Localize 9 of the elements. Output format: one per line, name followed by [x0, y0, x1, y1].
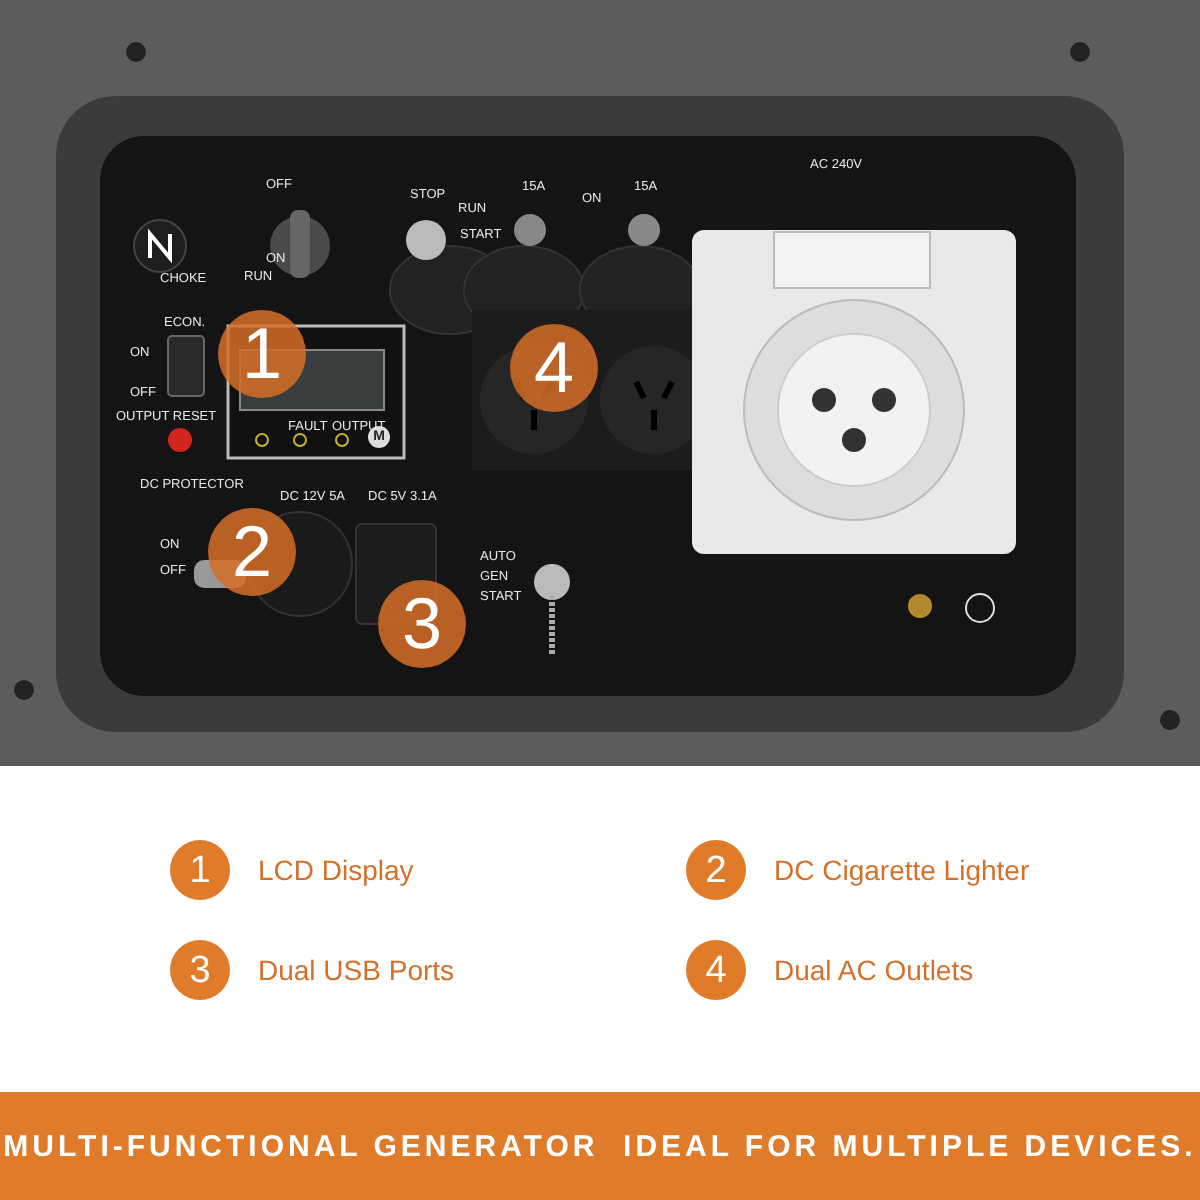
callout-number: 2	[686, 840, 746, 900]
callout-number: 1	[170, 840, 230, 900]
banner-caption: MULTI-FUNCTIONAL GENERATOR IDEAL FOR MULTIPLE DEVICES.	[0, 1092, 1200, 1200]
legend-text: LCD Display	[258, 856, 414, 884]
callout-number: 4	[686, 940, 746, 1000]
legend-text: Dual USB Ports	[258, 956, 455, 984]
legend-text: DC Cigarette Lighter	[774, 856, 1030, 884]
callout-number: 3	[170, 940, 230, 1000]
legend-text: Dual AC Outlets	[774, 956, 974, 984]
